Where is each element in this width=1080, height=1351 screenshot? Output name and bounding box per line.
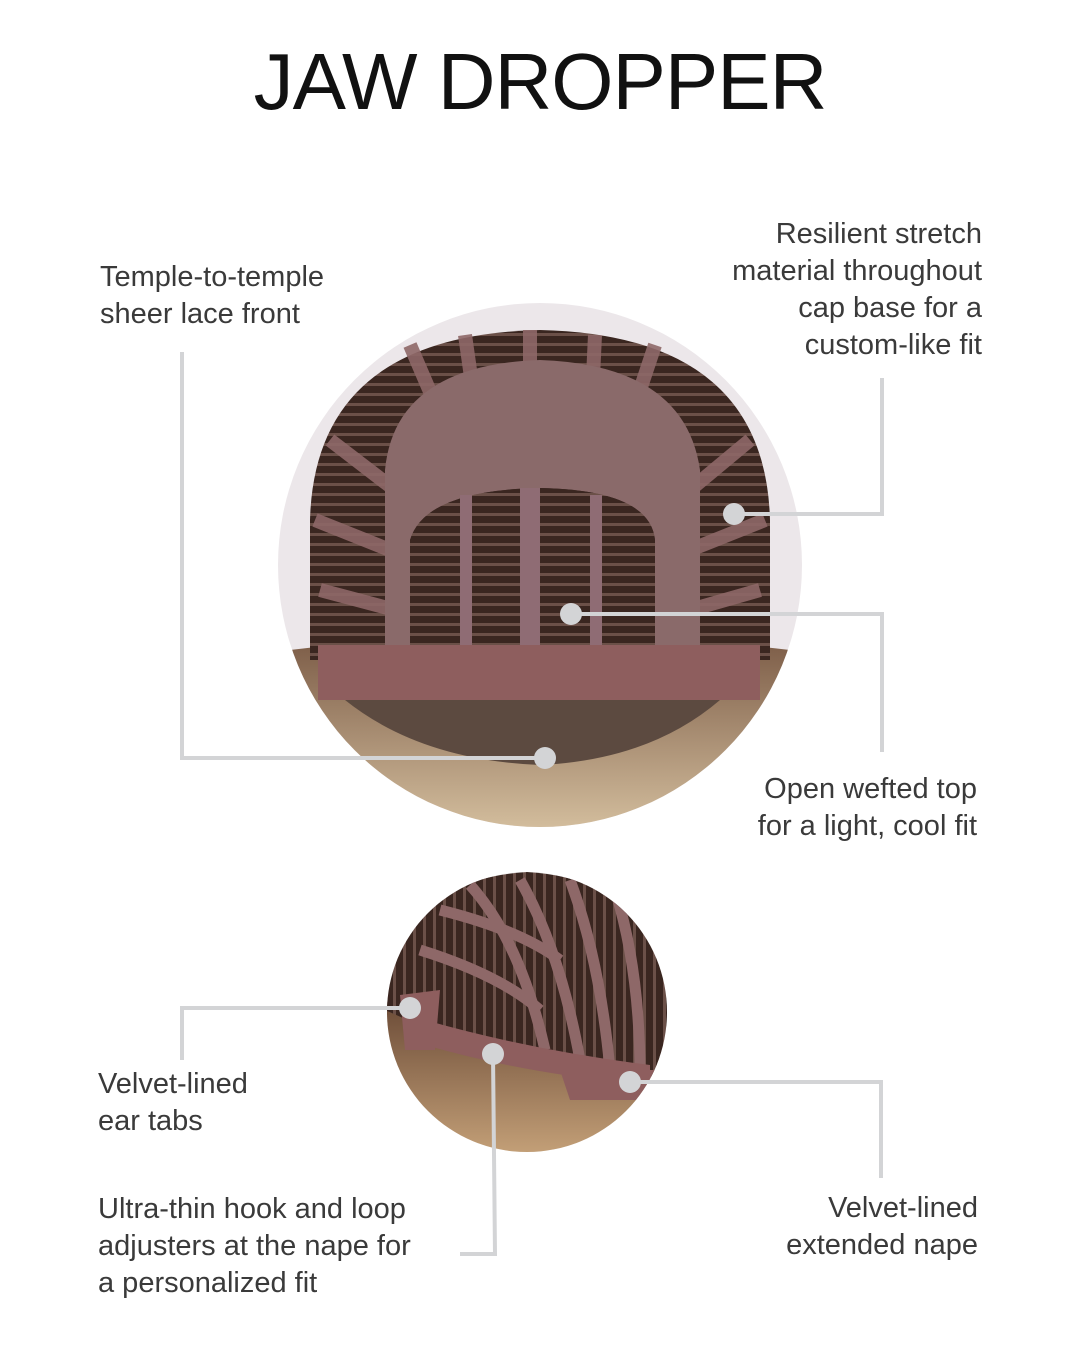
callout-dot-hook-loop — [482, 1043, 504, 1065]
callout-dot-lace-front — [534, 747, 556, 769]
callout-line-stretch-material — [734, 378, 884, 516]
callout-line-hook-loop — [460, 1053, 498, 1256]
callout-line-extended-nape — [630, 1080, 883, 1178]
callout-line-lace-front — [180, 352, 545, 760]
callout-dot-stretch-material — [723, 503, 745, 525]
callout-line-ear-tabs — [180, 1006, 410, 1060]
callout-ear-tabs: Velvet-lined ear tabs — [98, 1068, 248, 1137]
callout-line-open-wefted-top — [571, 612, 884, 752]
callout-stretch-material: Resilient stretch material throughout ca… — [732, 218, 982, 361]
callout-dot-ear-tabs — [399, 997, 421, 1019]
callout-open-wefted-top: Open wefted top for a light, cool fit — [757, 773, 977, 842]
callout-hook-loop-adjusters: Ultra-thin hook and loop adjusters at th… — [98, 1193, 411, 1299]
callout-extended-nape: Velvet-lined extended nape — [786, 1192, 978, 1261]
product-title: JAW DROPPER — [253, 37, 828, 126]
callout-lace-front: Temple-to-temple sheer lace front — [100, 261, 325, 330]
nape-cap-image — [387, 872, 667, 1152]
callout-dot-extended-nape — [619, 1071, 641, 1093]
callout-dot-open-wefted-top — [560, 603, 582, 625]
main-cap-image — [278, 303, 802, 827]
